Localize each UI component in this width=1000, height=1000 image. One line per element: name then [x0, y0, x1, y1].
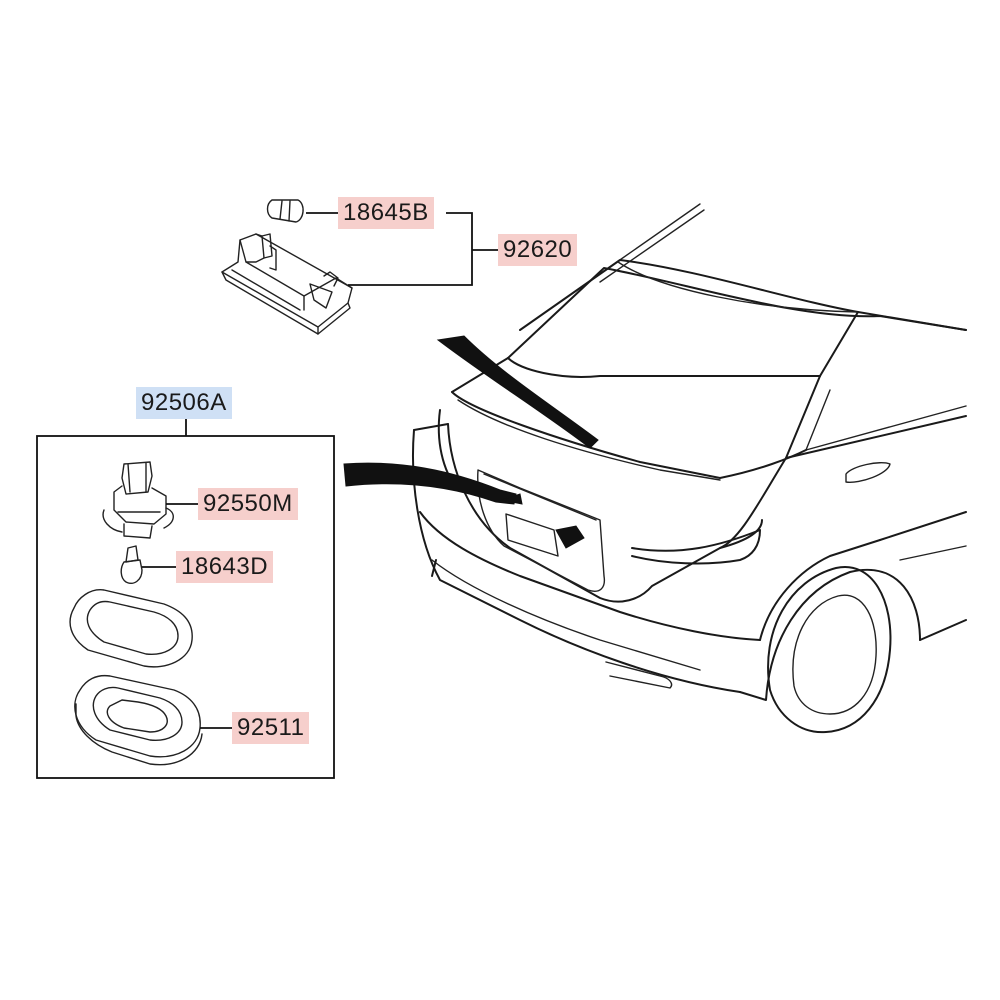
label-92511: 92511: [232, 712, 310, 744]
socket-92550m-drawing: [102, 461, 174, 539]
housing-92511-drawing: [74, 674, 203, 766]
label-18645b: 18645B: [338, 197, 434, 229]
bulb-18645b-drawing: [266, 199, 304, 223]
label-18643d: 18643D: [176, 551, 274, 583]
bulb-18643d-drawing: [120, 545, 143, 584]
callout-arrows: [343, 335, 599, 549]
car-rear-drawing: [412, 203, 967, 734]
label-92620: 92620: [498, 234, 578, 266]
label-92550m: 92550M: [198, 488, 298, 520]
label-92506a: 92506A: [136, 387, 232, 419]
leader-92620-bracket: [348, 212, 473, 286]
lamp-92620-drawing: [221, 233, 353, 335]
assembly-box: [36, 435, 335, 779]
gasket-drawing: [69, 589, 193, 668]
